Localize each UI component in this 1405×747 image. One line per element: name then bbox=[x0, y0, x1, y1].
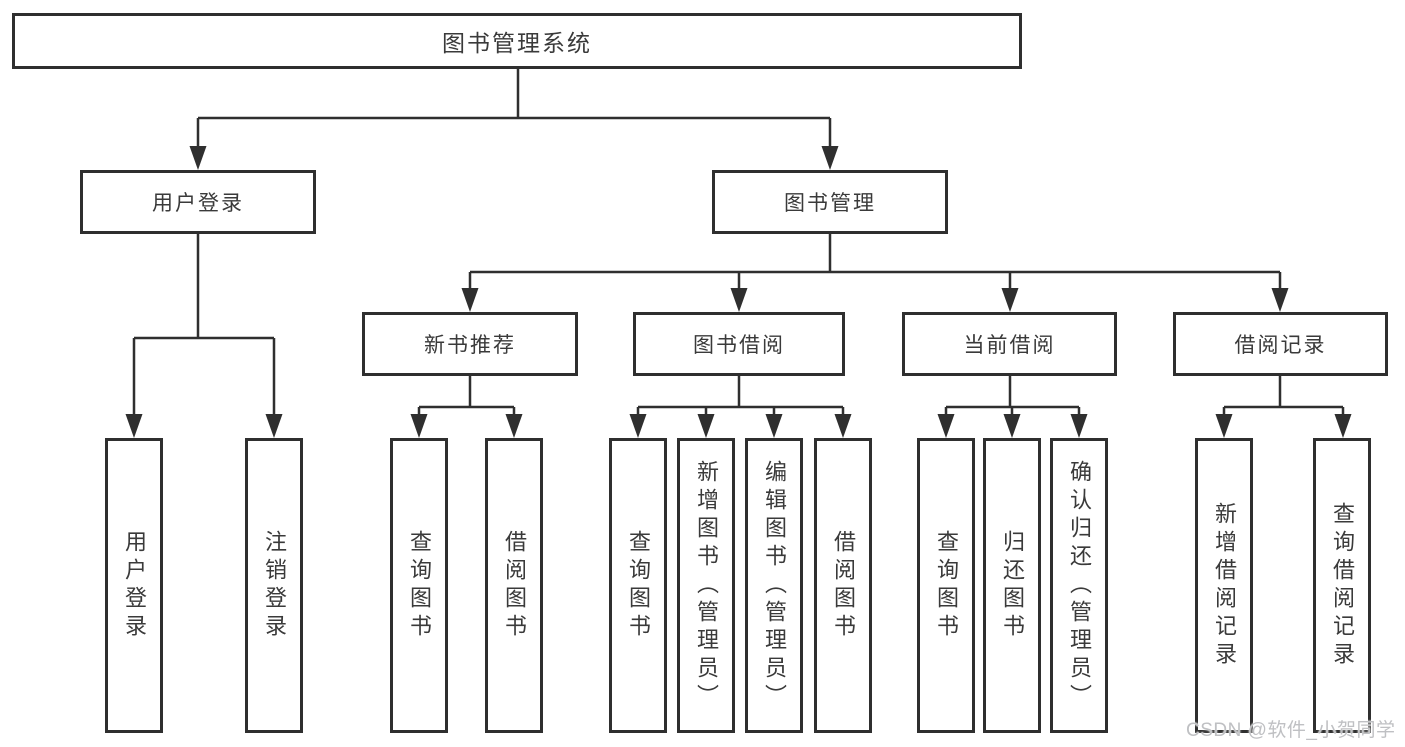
leaf-label: 新增图书（管理员） bbox=[694, 459, 719, 712]
leaf-bb-borrow-books: 借阅图书 bbox=[814, 438, 872, 733]
leaf-nbr-borrow-books: 借阅图书 bbox=[485, 438, 543, 733]
leaf-label: 归还图书 bbox=[1000, 529, 1025, 642]
leaf-label: 注销登录 bbox=[262, 529, 287, 642]
node-label: 借阅记录 bbox=[1234, 334, 1327, 357]
leaf-br-query-record: 查询借阅记录 bbox=[1313, 438, 1371, 733]
leaf-cb-confirm-return-admin: 确认归还（管理员） bbox=[1050, 438, 1108, 733]
leaf-label: 确认归还（管理员） bbox=[1067, 459, 1092, 712]
leaf-cb-query-books: 查询图书 bbox=[917, 438, 975, 733]
leaf-label: 新增借阅记录 bbox=[1212, 501, 1237, 670]
leaf-bb-query-books: 查询图书 bbox=[609, 438, 667, 733]
leaf-label: 借阅图书 bbox=[502, 529, 527, 642]
leaf-bb-edit-books-admin: 编辑图书（管理员） bbox=[745, 438, 803, 733]
node-user-login: 用户登录 bbox=[80, 170, 316, 234]
leaf-label: 查询借阅记录 bbox=[1330, 501, 1355, 670]
leaf-bb-add-books-admin: 新增图书（管理员） bbox=[677, 438, 735, 733]
node-new-book-recommend: 新书推荐 bbox=[362, 312, 578, 376]
leaf-cb-return-books: 归还图书 bbox=[983, 438, 1041, 733]
leaf-label: 借阅图书 bbox=[831, 529, 856, 642]
leaf-label: 用户登录 bbox=[122, 529, 147, 642]
leaf-label: 查询图书 bbox=[626, 529, 651, 642]
node-label: 图书管理 bbox=[784, 192, 876, 215]
leaf-nbr-query-books: 查询图书 bbox=[390, 438, 448, 733]
node-borrow-records: 借阅记录 bbox=[1173, 312, 1388, 376]
leaf-label: 编辑图书（管理员） bbox=[762, 459, 787, 712]
node-label: 用户登录 bbox=[152, 192, 244, 215]
leaf-user-login: 用户登录 bbox=[105, 438, 163, 733]
node-label: 图书借阅 bbox=[693, 334, 785, 357]
node-book-borrow: 图书借阅 bbox=[633, 312, 845, 376]
leaf-br-add-record: 新增借阅记录 bbox=[1195, 438, 1253, 733]
leaf-logout: 注销登录 bbox=[245, 438, 303, 733]
arrowheads bbox=[125, 146, 1352, 438]
connector-paths bbox=[132, 69, 1345, 416]
leaf-label: 查询图书 bbox=[407, 529, 432, 642]
watermark: CSDN @软件_小贺同学 bbox=[1186, 720, 1396, 741]
node-label: 新书推荐 bbox=[424, 334, 516, 357]
node-label: 当前借阅 bbox=[963, 334, 1056, 357]
node-current-borrow: 当前借阅 bbox=[902, 312, 1117, 376]
node-book-management: 图书管理 bbox=[712, 170, 948, 234]
leaf-label: 查询图书 bbox=[934, 529, 959, 642]
node-label: 图书管理系统 bbox=[442, 30, 592, 56]
node-root-library-system: 图书管理系统 bbox=[12, 13, 1022, 69]
